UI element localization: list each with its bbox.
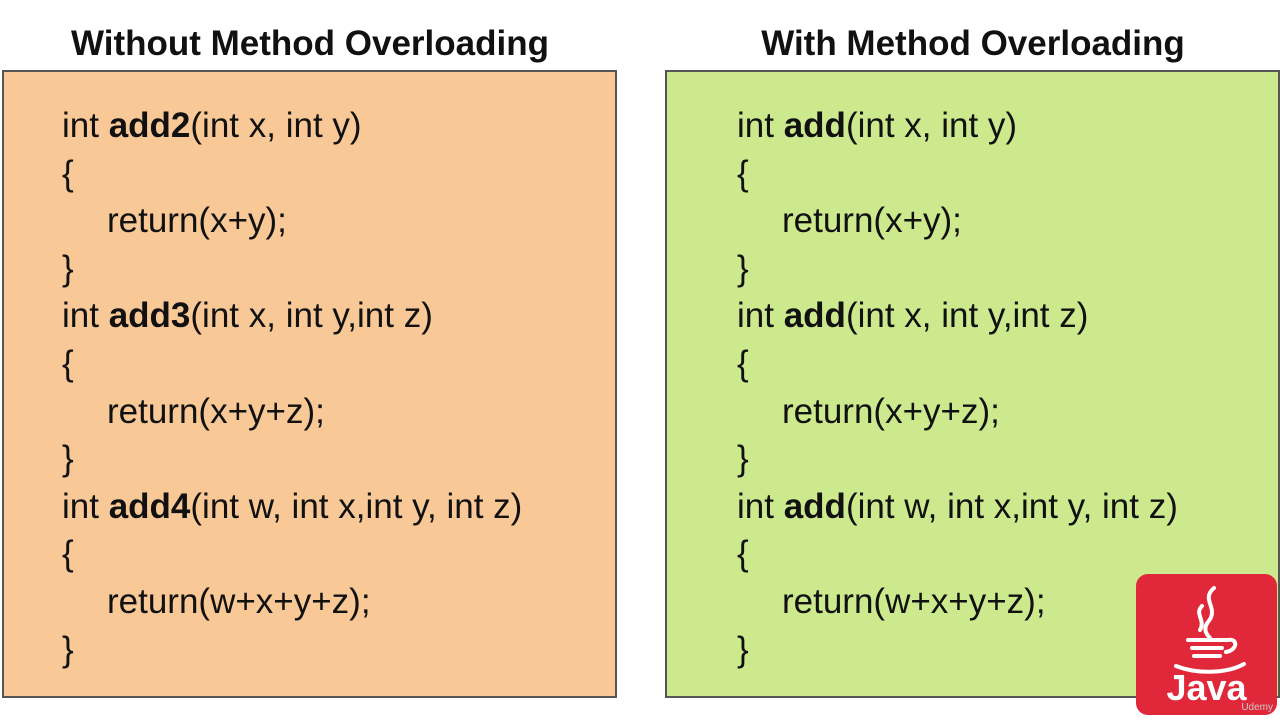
close-brace: } xyxy=(62,629,74,669)
method-name: add3 xyxy=(108,296,191,336)
method-params: (int w, int x,int y, int z) xyxy=(190,486,523,526)
method-body: return(x+y+z); xyxy=(782,391,1000,431)
method-body: return(w+x+y+z); xyxy=(782,581,1046,621)
close-brace: } xyxy=(62,439,74,479)
method-signature: int add2(int x, int y) xyxy=(62,102,522,150)
method-name: add xyxy=(783,106,846,145)
close-brace: } xyxy=(737,439,749,479)
method-body: return(x+y); xyxy=(782,201,962,241)
title-without-overloading: Without Method Overloading xyxy=(71,24,549,63)
method-params: (int x, int y) xyxy=(845,106,1018,145)
method-params: (int w, int x,int y, int z) xyxy=(845,486,1178,526)
open-brace: { xyxy=(62,534,74,574)
panel-without-overloading xyxy=(2,70,617,698)
open-brace: { xyxy=(737,534,749,574)
method-signature: int add3(int x, int y,int z) xyxy=(62,292,522,340)
method-signature: int add(int w, int x,int y, int z) xyxy=(737,483,1178,531)
return-type: int xyxy=(737,296,784,336)
close-brace: } xyxy=(737,629,749,669)
method-name: add2 xyxy=(108,106,191,145)
return-type: int xyxy=(737,106,784,145)
method-signature: int add(int x, int y) xyxy=(737,102,1178,150)
title-with-overloading: With Method Overloading xyxy=(761,24,1185,63)
open-brace: { xyxy=(737,343,749,383)
code-without-overloading: int add2(int x, int y){return(x+y);}int … xyxy=(62,102,522,673)
method-params: (int x, int y) xyxy=(190,106,362,145)
open-brace: { xyxy=(737,153,749,193)
method-params: (int x, int y,int z) xyxy=(190,296,433,336)
close-brace: } xyxy=(737,248,749,288)
open-brace: { xyxy=(62,153,74,193)
java-logo-text: Java xyxy=(1166,667,1247,708)
method-signature: int add4(int w, int x,int y, int z) xyxy=(62,483,522,531)
method-name: add xyxy=(783,486,846,526)
return-type: int xyxy=(62,486,109,526)
return-type: int xyxy=(62,106,109,145)
method-body: return(x+y); xyxy=(107,201,287,241)
code-with-overloading: int add(int x, int y){return(x+y);}int a… xyxy=(737,102,1178,673)
method-name: add xyxy=(783,296,846,336)
open-brace: { xyxy=(62,343,74,383)
return-type: int xyxy=(737,486,784,526)
java-logo: Java Udemy xyxy=(1136,574,1277,715)
method-name: add4 xyxy=(108,486,191,526)
return-type: int xyxy=(62,296,109,336)
method-body: return(w+x+y+z); xyxy=(107,581,371,621)
method-body: return(x+y+z); xyxy=(107,391,325,431)
method-params: (int x, int y,int z) xyxy=(845,296,1089,336)
method-signature: int add(int x, int y,int z) xyxy=(737,292,1178,340)
close-brace: } xyxy=(62,248,74,288)
watermark: Udemy xyxy=(1241,702,1273,713)
java-coffee-cup-icon xyxy=(1174,586,1246,674)
